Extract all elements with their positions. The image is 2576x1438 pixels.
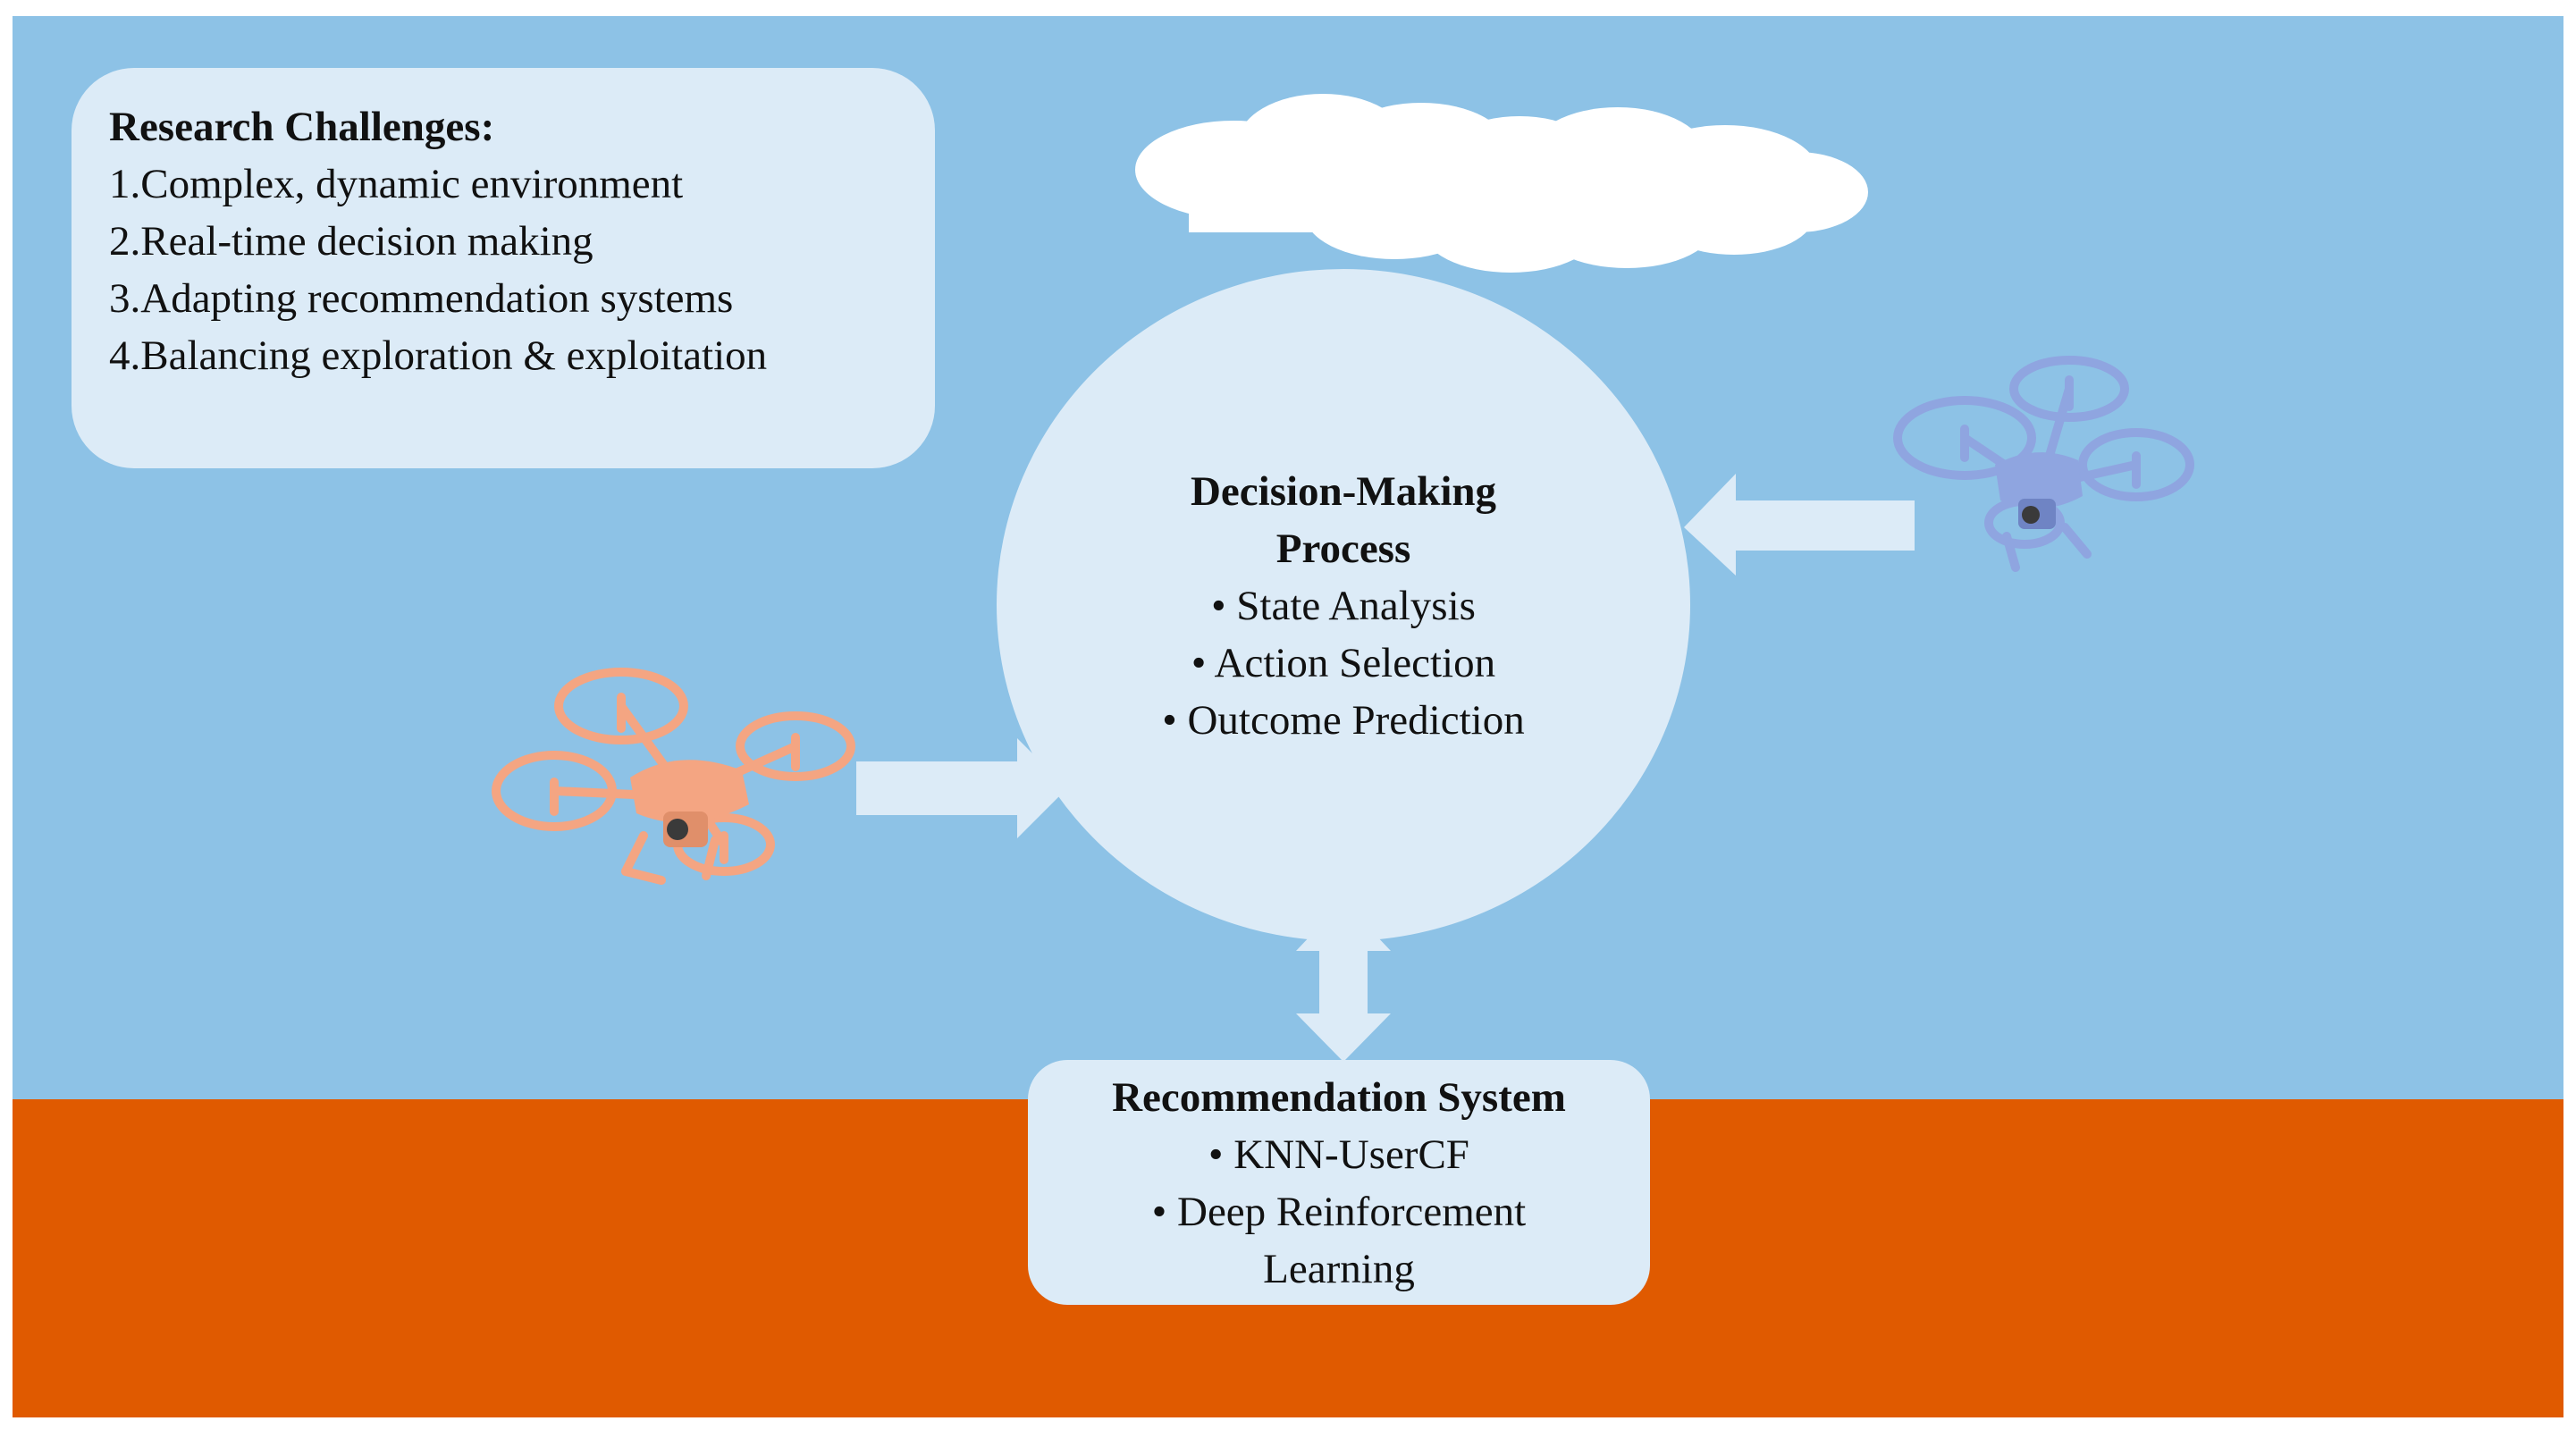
recommendation-title: Recommendation System <box>1112 1074 1566 1121</box>
decision-item: • Action Selection <box>1191 640 1496 686</box>
recommendation-item: • Deep Reinforcement <box>1151 1189 1527 1235</box>
right-drone-body <box>1995 452 2083 529</box>
decision-title-line2: Process <box>1275 526 1411 572</box>
left-drone-body <box>630 760 749 847</box>
arrow-right-drone-to-process <box>1684 474 1915 576</box>
recommendation-panel <box>1028 1060 1650 1305</box>
challenges-panel <box>72 68 935 468</box>
cloud-icon <box>1135 94 1868 273</box>
decision-process-ellipse <box>997 269 1690 941</box>
challenge-item: 3.Adapting recommendation systems <box>109 275 734 322</box>
challenge-item: 2.Real-time decision making <box>109 218 593 265</box>
challenges-title: Research Challenges: <box>109 104 495 150</box>
arrow-left-drone-to-process <box>856 738 1067 838</box>
decision-title-line1: Decision-Making <box>1190 468 1497 515</box>
challenge-item: 1.Complex, dynamic environment <box>109 161 684 207</box>
recommendation-item: • KNN-UserCF <box>1208 1131 1469 1178</box>
recommendation-item: Learning <box>1263 1246 1415 1292</box>
decision-item: • Outcome Prediction <box>1162 697 1525 744</box>
decision-item: • State Analysis <box>1211 583 1476 629</box>
double-arrow-process-recommendation <box>1296 901 1391 1062</box>
challenge-item: 4.Balancing exploration & exploitation <box>109 332 768 379</box>
